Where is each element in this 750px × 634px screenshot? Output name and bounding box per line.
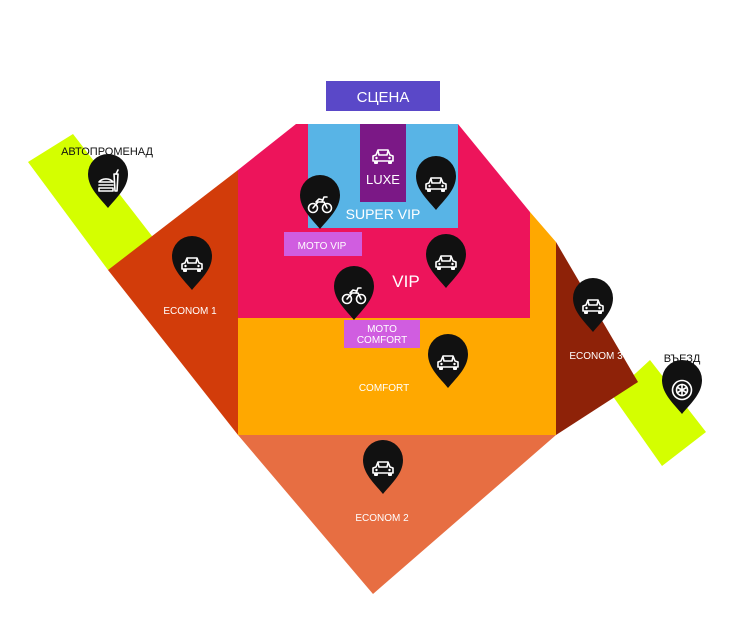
econom-3-label: ECONOM 3 (569, 351, 623, 362)
zone-moto-vip[interactable] (284, 232, 362, 256)
econom-2-label: ECONOM 2 (355, 513, 409, 524)
zone-econom-2[interactable] (238, 435, 556, 594)
moto-comfort-label-line2: COMFORT (357, 335, 407, 346)
super-vip-label: SUPER VIP (346, 206, 421, 222)
zone-luxe[interactable] (360, 124, 406, 202)
entrance-label: ВЪЕЗД (664, 353, 701, 365)
vip-label: VIP (392, 272, 419, 291)
moto-vip-label: MOTO VIP (298, 241, 347, 252)
autopromenade-label: АВТОПРОМЕНАД (61, 146, 153, 158)
moto-comfort-label-line1: MOTO (367, 324, 397, 335)
stage-label: СЦЕНА (357, 89, 410, 106)
stage[interactable] (326, 81, 440, 111)
zone-econom-1[interactable] (108, 170, 238, 435)
autopromenade-zone[interactable] (28, 134, 155, 270)
zone-moto-comfort[interactable] (344, 320, 420, 348)
entrance-road[interactable] (612, 360, 706, 466)
luxe-label: LUXE (366, 172, 400, 187)
comfort-label: COMFORT (359, 383, 409, 394)
econom-1-label: ECONOM 1 (163, 306, 217, 317)
